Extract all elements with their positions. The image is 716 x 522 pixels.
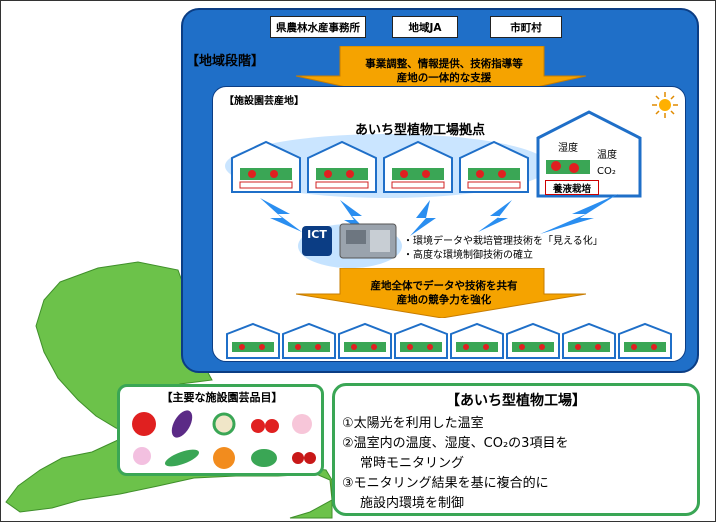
base-title: あいち型植物工場拠点	[355, 123, 486, 138]
crops-title: 【主要な施設園芸品目】	[161, 391, 283, 404]
share-line-2: 産地の競争力を強化	[396, 294, 492, 306]
support-line-2: 産地の一体的な支援	[396, 72, 492, 84]
factory-item-3: ③モニタリング結果を基に複合的に	[342, 476, 549, 491]
greenhouse-row-top	[231, 140, 529, 193]
factory-box	[332, 383, 700, 516]
lightning-icon	[340, 200, 370, 234]
temperature-label: 温度	[597, 150, 617, 161]
carnation-icon	[292, 414, 312, 434]
data-links	[260, 194, 618, 236]
ict-device	[298, 223, 402, 268]
factory-item-2-cont: 常時モニタリング	[360, 456, 465, 471]
lightning-icon	[540, 194, 618, 234]
factory-item-3-cont: 施設内環境を制御	[360, 496, 465, 511]
ict-label: ICT	[307, 228, 327, 241]
lightning-icon	[260, 198, 302, 232]
crops-icons	[132, 410, 316, 469]
ict-bullets: ・環境データや栽培管理技術を「見える化」 ・高度な環境制御技術の確立	[403, 235, 603, 263]
greenhouse-icon	[231, 140, 301, 193]
factory-item-2: ②温室内の温度、湿度、CO₂の3項目を	[342, 436, 569, 451]
co2-label: CO₂	[597, 166, 616, 177]
org-prefectural-office: 県農林水産事務所	[270, 16, 366, 38]
cherry-tomato-icon	[292, 452, 304, 464]
share-arrow	[296, 268, 586, 318]
greenhouse-area-label: 【施設園芸産地】	[224, 96, 304, 107]
lightning-icon	[478, 200, 512, 232]
greenhouse-icon	[307, 140, 377, 193]
share-line-1: 産地全体でデータや技術を共有	[370, 280, 518, 292]
sun-icon	[652, 92, 678, 118]
greenhouse-icon	[383, 140, 453, 193]
org-municipality: 市町村	[490, 16, 562, 38]
region-stage-label: 【地域段階】	[186, 54, 265, 69]
support-line-1: 事業調整、情報提供、技術指導等	[365, 58, 523, 70]
hydroponics-label: 養液栽培	[545, 180, 599, 195]
humidity-label: 湿度	[558, 143, 578, 154]
tomato-icon	[132, 412, 156, 436]
factory-title: 【あいち型植物工場】	[446, 393, 586, 409]
orange-icon	[213, 447, 235, 469]
rose-icon	[133, 447, 151, 465]
leaf-icon	[251, 449, 277, 467]
chrysanthemum-icon	[212, 412, 236, 436]
lightning-icon	[410, 200, 436, 236]
greenhouse-row-bottom	[226, 322, 672, 359]
bullet-control: ・高度な環境制御技術の確立	[403, 250, 533, 261]
org-local-ja: 地域JA	[392, 16, 458, 38]
factory-item-1: ①太陽光を利用した温室	[342, 416, 484, 431]
greenhouse-icon	[459, 140, 529, 193]
strawberry-icon	[251, 419, 265, 433]
cucumber-icon	[164, 449, 200, 467]
support-text: 事業調整、情報提供、技術指導等 産地の一体的な支援	[340, 57, 548, 85]
plant-factory-icon	[536, 110, 642, 198]
share-text: 産地全体でデータや技術を共有 産地の競争力を強化	[340, 279, 548, 307]
eggplant-icon	[171, 410, 193, 438]
bullet-visualization: ・環境データや栽培管理技術を「見える化」	[403, 236, 603, 247]
